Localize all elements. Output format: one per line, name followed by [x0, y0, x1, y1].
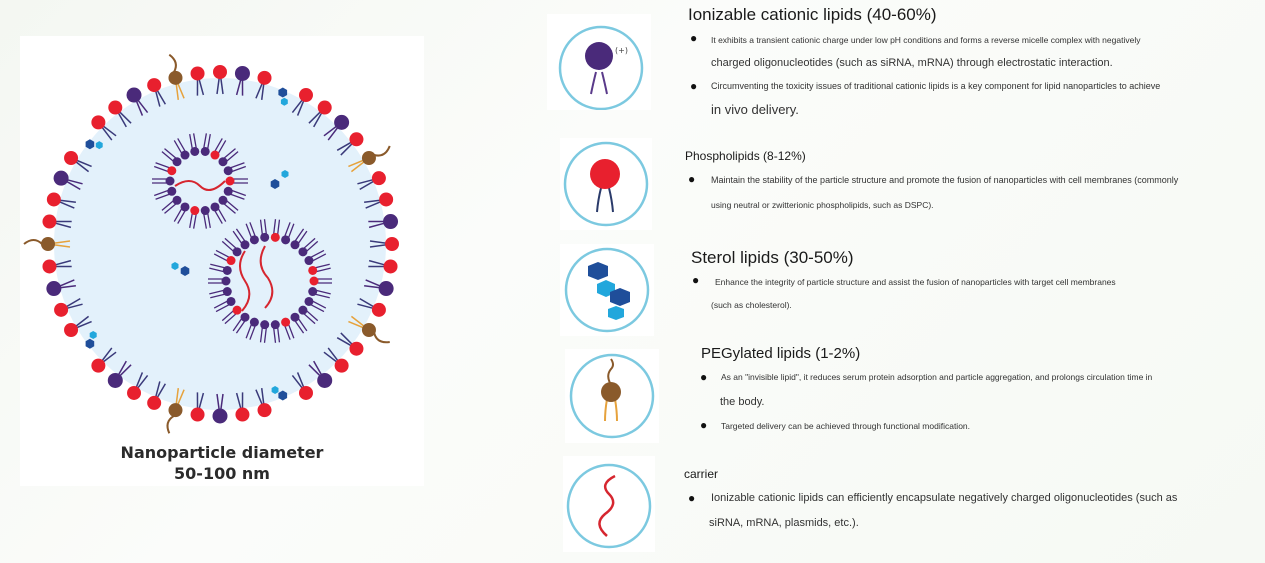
sterol-bullet1-line2: (such as cholesterol). [711, 300, 792, 310]
bullet-dot: ● [688, 491, 696, 505]
carrier-title: carrier [684, 467, 719, 481]
ionizable-lipids-title: Ionizable cationic lipids (40-60%) [688, 5, 937, 24]
bullet-dot: ● [700, 370, 708, 384]
nucleic-acid-icon [563, 456, 655, 552]
sterol-bullet1-line1: Enhance the integrity of particle struct… [715, 277, 1116, 287]
bullet-dot: ● [690, 79, 698, 93]
carrier-bullet1-line2: siRNA, mRNA, plasmids, etc.). [709, 517, 859, 529]
lnp-diagram [23, 53, 399, 434]
peg-bullet1-line1: As an "invisible lipid", it reduces seru… [721, 372, 1153, 382]
nanoparticle-illustration: Nanoparticle diameter 50-100 nm [20, 36, 424, 486]
ionizable-bullet1-line2: charged oligonucleotides (such as siRNA,… [711, 57, 1113, 69]
diameter-caption-line2: 50-100 nm [174, 464, 270, 483]
bullet-dot: ● [688, 172, 696, 186]
bullet-dot: ● [690, 31, 698, 45]
phospholipids-bullet1-line1: Maintain the stability of the particle s… [711, 175, 1179, 185]
charge-label: (+) [615, 46, 628, 55]
ionizable-lipid-icon: (+) [547, 14, 651, 110]
ionizable-bullet1-line1: It exhibits a transient cationic charge … [711, 35, 1141, 45]
phospholipids-bullet1-line2: using neutral or zwitterionic phospholip… [711, 200, 934, 210]
bullet-dot: ● [692, 273, 700, 287]
sterol-lipids-title: Sterol lipids (30-50%) [691, 248, 854, 267]
diameter-caption-line1: Nanoparticle diameter [120, 443, 324, 462]
sterol-icon [560, 244, 654, 336]
peg-bullet2-line1: Targeted delivery can be achieved throug… [721, 421, 971, 431]
peg-lipid-icon [565, 349, 659, 443]
ionizable-bullet2-line2: in vivo delivery. [711, 102, 799, 117]
phospholipids-title: Phospholipids (8-12%) [685, 149, 806, 163]
peg-lipids-title: PEGylated lipids (1-2%) [701, 345, 861, 362]
ionizable-bullet2-line1: Circumventing the toxicity issues of tra… [711, 81, 1161, 91]
phospholipid-icon [560, 138, 652, 230]
peg-bullet1-line2: the body. [720, 396, 765, 408]
carrier-bullet1-line1: Ionizable cationic lipids can efficientl… [711, 492, 1178, 504]
bullet-dot: ● [700, 418, 708, 432]
